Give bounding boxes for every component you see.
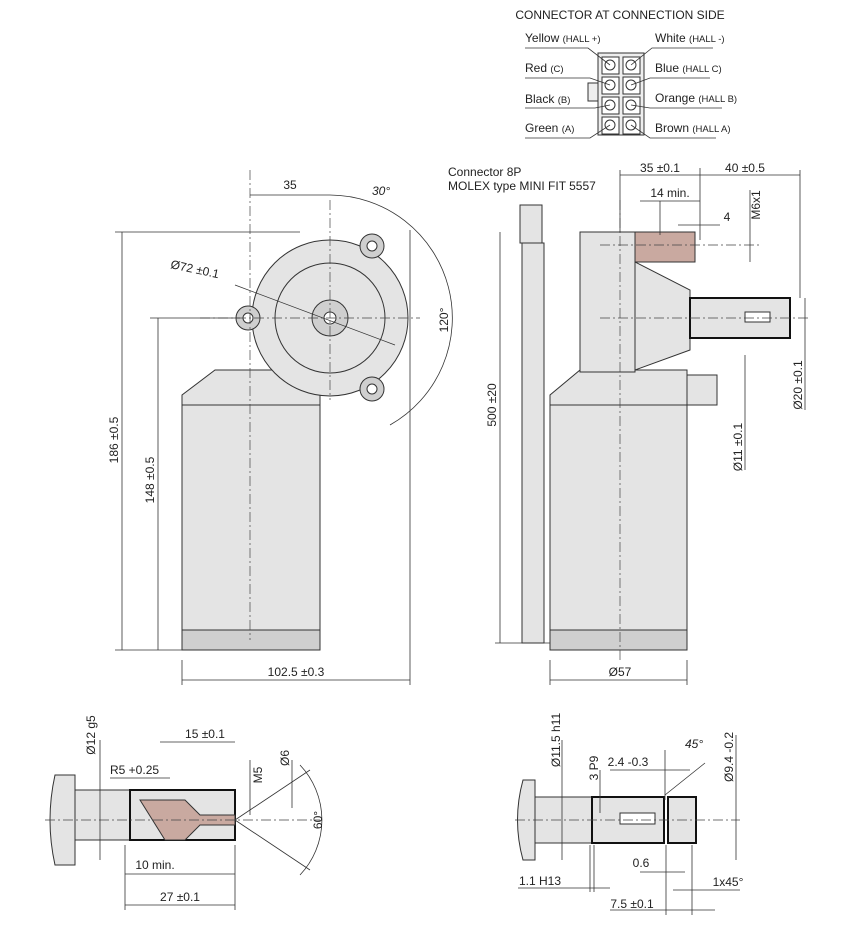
pin-label-orange: Orange (HALL B) bbox=[655, 91, 737, 105]
cable-length: 500 ±20 bbox=[485, 383, 499, 427]
pin-label-red: Red (C) bbox=[525, 61, 564, 75]
motor-body-side bbox=[549, 404, 688, 651]
cable bbox=[521, 242, 545, 644]
angle-30: 30° bbox=[372, 184, 390, 198]
pin-label-brown: Brown (HALL A) bbox=[655, 121, 731, 135]
side-view: Connector 8P MOLEX type MINI FIT 5557 35… bbox=[448, 161, 810, 685]
pin-label-yellow: Yellow (HALL +) bbox=[525, 31, 601, 45]
dia-20: Ø20 ±0.1 bbox=[791, 360, 805, 410]
angle-60: 60° bbox=[311, 811, 325, 829]
mount-boss-section bbox=[634, 231, 696, 263]
angle-120: 120° bbox=[437, 307, 451, 332]
keyway bbox=[619, 812, 656, 825]
connector-title: CONNECTOR AT CONNECTION SIDE bbox=[515, 8, 724, 22]
dim-35: 35 bbox=[283, 178, 297, 192]
dia-9-4: Ø9.4 -0.2 bbox=[722, 732, 736, 782]
shaft-detail-left: Ø12 g5 15 ±0.1 R5 +0.25 M5 Ø6 60° 10 min… bbox=[45, 715, 325, 910]
gearbox-side bbox=[579, 231, 636, 373]
pin-label-white: White (HALL -) bbox=[655, 31, 725, 45]
width-102: 102.5 ±0.3 bbox=[268, 665, 325, 679]
dim-2-4: 2.4 -0.3 bbox=[608, 755, 649, 769]
dim-0-6: 0.6 bbox=[633, 856, 650, 870]
dia-57: Ø57 bbox=[609, 665, 632, 679]
dim-35-side: 35 ±0.1 bbox=[640, 161, 680, 175]
pin-label-black: Black (B) bbox=[525, 92, 570, 106]
key-3-p9: 3 P9 bbox=[587, 755, 601, 780]
dia-11-5: Ø11.5 h11 bbox=[549, 713, 563, 768]
thread-m5: M5 bbox=[251, 766, 265, 783]
angle-45: 45° bbox=[685, 737, 703, 751]
connector-type-line1: Connector 8P bbox=[448, 165, 521, 179]
dim-4: 4 bbox=[724, 210, 731, 224]
shaft-detail-right: Ø11.5 h11 3 P9 2.4 -0.3 45° Ø9.4 -0.2 0.… bbox=[515, 713, 744, 915]
dia-6: Ø6 bbox=[278, 750, 292, 766]
chamfer: 1x45° bbox=[713, 875, 744, 889]
motor-body bbox=[181, 404, 321, 651]
dim-14-min: 14 min. bbox=[650, 186, 689, 200]
dia-11: Ø11 ±0.1 bbox=[731, 422, 745, 471]
thread-m6: M6x1 bbox=[749, 190, 763, 220]
radius-r5: R5 +0.25 bbox=[110, 763, 159, 777]
pin-label-blue: Blue (HALL C) bbox=[655, 61, 722, 75]
dim-1-1: 1.1 H13 bbox=[519, 874, 561, 888]
front-view: 35 30° Ø72 ±0.1 120° 186 ±0.5 148 ±0.5 1… bbox=[107, 170, 453, 685]
connector-diagram: CONNECTOR AT CONNECTION SIDE Yellow (HAL… bbox=[515, 8, 737, 139]
connector-latch bbox=[587, 82, 599, 102]
dim-10-min: 10 min. bbox=[135, 858, 174, 872]
dim-27: 27 ±0.1 bbox=[160, 890, 200, 904]
dim-40: 40 ±0.5 bbox=[725, 161, 765, 175]
height-148: 148 ±0.5 bbox=[143, 456, 157, 503]
threaded-bore-section bbox=[139, 799, 236, 841]
molex-connector bbox=[519, 204, 543, 244]
dia-72: Ø72 ±0.1 bbox=[169, 257, 220, 281]
connector-type-line2: MOLEX type MINI FIT 5557 bbox=[448, 179, 596, 193]
pin-label-green: Green (A) bbox=[525, 121, 574, 135]
height-186: 186 ±0.5 bbox=[107, 416, 121, 463]
dia-12: Ø12 g5 bbox=[84, 715, 98, 755]
dim-15: 15 ±0.1 bbox=[185, 727, 225, 741]
dim-7-5: 7.5 ±0.1 bbox=[610, 897, 654, 911]
